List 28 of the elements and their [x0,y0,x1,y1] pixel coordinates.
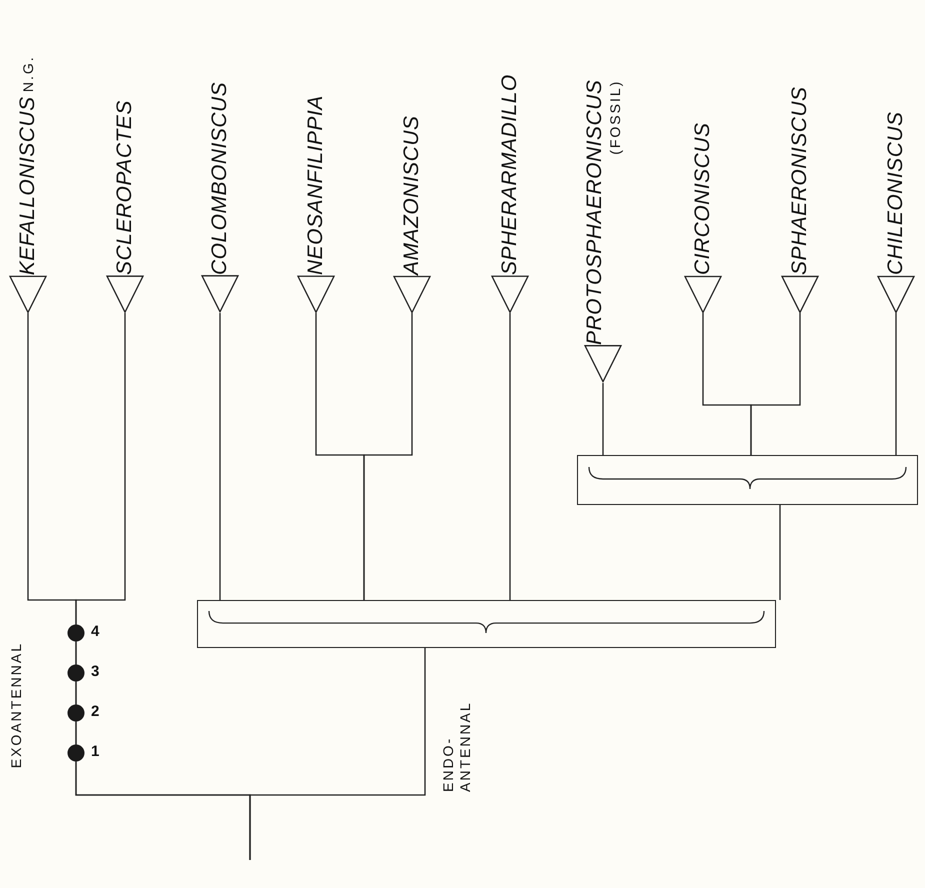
taxon-name: SPHAERONISCUS [788,86,812,275]
character-number: 4 [91,623,100,640]
taxon-note: N.G. [20,55,36,92]
character-number: 2 [91,703,100,720]
taxon-name: COLOMBONISCUS [208,82,232,275]
branch-line [750,313,801,455]
branch-line [895,313,897,455]
taxon-name: KEFALLONISCUS [16,96,40,275]
annotation-text: ENDO- ANTENNAL [440,700,474,792]
taxon-name: NEOSANFILIPPIA [304,95,328,275]
branch-line [363,313,413,600]
taxon-name: PROTOSPHAERONISCUS [583,80,607,345]
taxon-note: (FOSSIL) [607,80,623,155]
bracket-box [577,455,918,505]
taxon-name: CHILEONISCUS [884,111,908,275]
branch-line [602,383,604,455]
annotation-text: EXOANTENNAL [8,642,24,768]
character-number: 1 [91,743,100,760]
branch-line [509,313,511,600]
branch-line [249,648,426,860]
branch-line [779,505,781,600]
taxon-name: CIRCONISCUS [691,122,715,275]
taxon-name: AMAZONISCUS [400,115,424,275]
branch-line [219,313,221,600]
bracket-box [197,600,776,648]
taxon-name: SCLEROPACTES [113,100,137,275]
taxon-name: SPHERARMADILLO [498,74,522,275]
character-number: 3 [91,663,100,680]
